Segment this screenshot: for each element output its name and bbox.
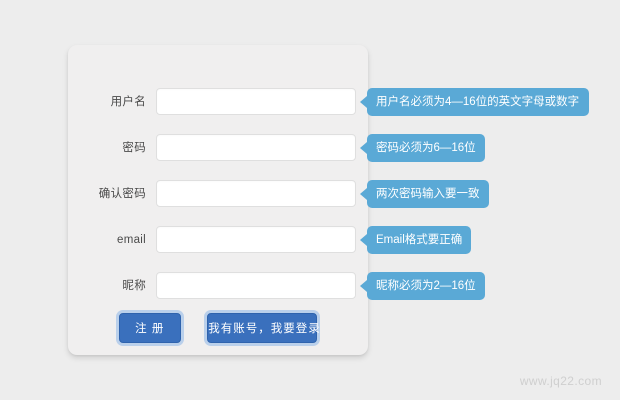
form-row: email Email格式要正确	[68, 223, 472, 257]
login-link-button[interactable]: 我有账号，我要登录	[207, 313, 320, 343]
field-hint-tooltip: 两次密码输入要一致	[360, 180, 489, 208]
field-label: email	[117, 234, 146, 246]
form-row: 用户名 用户名必须为4—16位的英文字母或数字	[68, 85, 589, 119]
form-row: 昵称 昵称必须为2—16位	[68, 269, 485, 303]
field-hint-tooltip: 用户名必须为4—16位的英文字母或数字	[360, 88, 589, 116]
form-actions: 注 册 我有账号，我要登录	[68, 313, 368, 343]
field-input[interactable]	[156, 180, 356, 207]
field-input[interactable]	[156, 272, 356, 299]
form-row: 确认密码 两次密码输入要一致	[68, 177, 489, 211]
field-input[interactable]	[156, 226, 356, 253]
field-input[interactable]	[156, 134, 356, 161]
field-input[interactable]	[156, 88, 356, 115]
field-label: 用户名	[110, 96, 146, 108]
site-watermark: www.jq22.com	[519, 374, 602, 388]
form-row: 密码 密码必须为6—16位	[68, 131, 485, 165]
field-hint-tooltip: 密码必须为6—16位	[360, 134, 485, 162]
register-button[interactable]: 注 册	[118, 313, 181, 343]
registration-panel: 用户名 用户名必须为4—16位的英文字母或数字密码 密码必须为6—16位确认密码 两次…	[68, 45, 589, 355]
field-hint-tooltip: 昵称必须为2—16位	[360, 272, 485, 300]
field-label: 确认密码	[98, 188, 146, 200]
field-hint-tooltip: Email格式要正确	[359, 226, 472, 254]
field-label: 密码	[122, 142, 146, 154]
field-label: 昵称	[122, 280, 146, 292]
